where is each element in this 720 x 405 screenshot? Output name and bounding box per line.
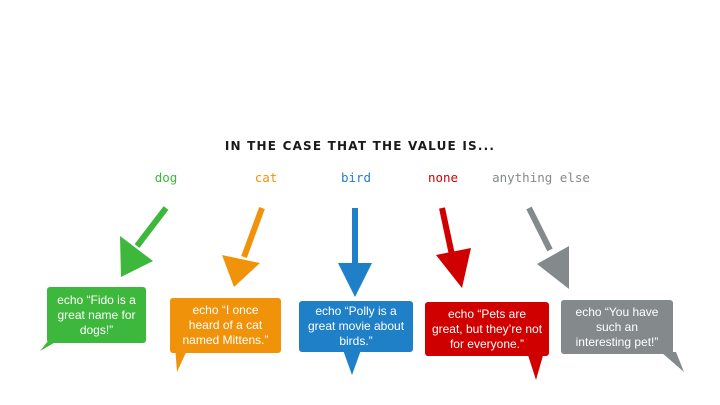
case-label-bird: bird — [340, 170, 372, 185]
message-bubble-cat: echo “I once heard of a cat named Mitten… — [170, 298, 281, 353]
arrow-none — [436, 207, 471, 288]
case-label-dog: dog — [154, 170, 178, 185]
arrow-bird — [338, 208, 372, 297]
message-text-anything-else: echo “You have such an interesting pet!” — [575, 304, 659, 349]
case-label-cat: cat — [254, 170, 278, 185]
message-bubble-bird: echo “Polly is a great movie about birds… — [299, 301, 413, 352]
message-text-bird: echo “Polly is a great movie about birds… — [307, 304, 405, 348]
message-text-cat: echo “I once heard of a cat named Mitten… — [182, 303, 269, 347]
case-label-none: none — [427, 170, 459, 185]
diagram-heading: IN THE CASE THAT THE VALUE IS... — [224, 139, 496, 153]
message-bubble-none: echo “Pets are great, but they’re not fo… — [425, 302, 549, 356]
bubble-tail-anything-else — [661, 352, 684, 372]
bubble-tail-bird — [343, 350, 361, 375]
message-bubble-anything-else: echo “You have such an interesting pet!” — [561, 300, 673, 354]
arrow-dog — [120, 206, 169, 277]
arrow-anything-else — [526, 206, 569, 289]
arrow-cat — [222, 206, 265, 287]
case-label-anything-else: anything else — [492, 170, 590, 185]
message-text-none: echo “Pets are great, but they’re not fo… — [431, 306, 543, 351]
message-bubble-dog: echo “Fido is a great name for dogs!” — [47, 287, 146, 343]
bubble-tail-none — [527, 352, 544, 380]
message-text-dog: echo “Fido is a great name for dogs!” — [57, 292, 136, 337]
